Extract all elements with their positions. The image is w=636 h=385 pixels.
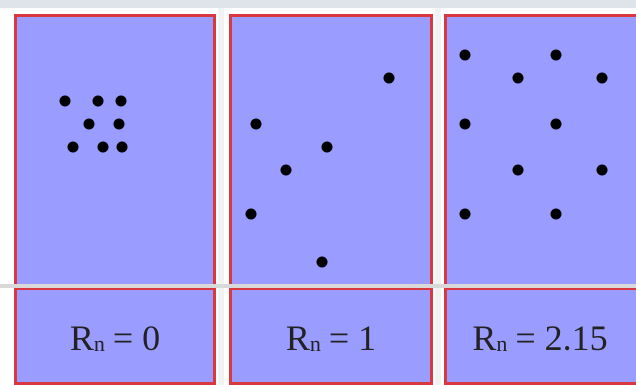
label-panel-uniform — [444, 287, 636, 385]
point — [459, 208, 471, 220]
point — [250, 118, 262, 130]
pattern-panel-clustered — [14, 14, 216, 287]
point — [459, 49, 471, 61]
point — [59, 95, 71, 107]
column-divider — [435, 8, 441, 385]
point — [245, 208, 257, 220]
point — [459, 118, 471, 130]
point — [512, 164, 524, 176]
index-subscript: n — [496, 330, 508, 356]
point — [512, 72, 524, 84]
pattern-panel-uniform — [444, 14, 636, 287]
point — [83, 118, 95, 130]
point — [550, 49, 562, 61]
point — [596, 72, 608, 84]
point — [316, 256, 328, 268]
top-strip — [0, 0, 636, 8]
index-symbol: R — [69, 317, 94, 358]
row-divider — [0, 284, 636, 288]
point — [116, 141, 128, 153]
index-symbol: R — [472, 317, 497, 358]
column-divider — [218, 8, 224, 385]
point — [115, 95, 127, 107]
point — [67, 141, 79, 153]
index-value: = 2.15 — [515, 317, 608, 358]
point — [92, 95, 104, 107]
index-value: = 1 — [328, 317, 377, 358]
label-panel-random — [229, 287, 433, 385]
index-subscript: n — [93, 330, 105, 356]
index-subscript: n — [309, 330, 321, 356]
index-symbol: R — [285, 317, 310, 358]
point — [383, 72, 395, 84]
point — [321, 141, 333, 153]
index-value: = 0 — [112, 317, 161, 358]
point — [596, 164, 608, 176]
point — [280, 164, 292, 176]
label-panel-clustered — [14, 287, 216, 385]
point — [113, 118, 125, 130]
point — [97, 141, 109, 153]
point — [550, 208, 562, 220]
point — [550, 118, 562, 130]
